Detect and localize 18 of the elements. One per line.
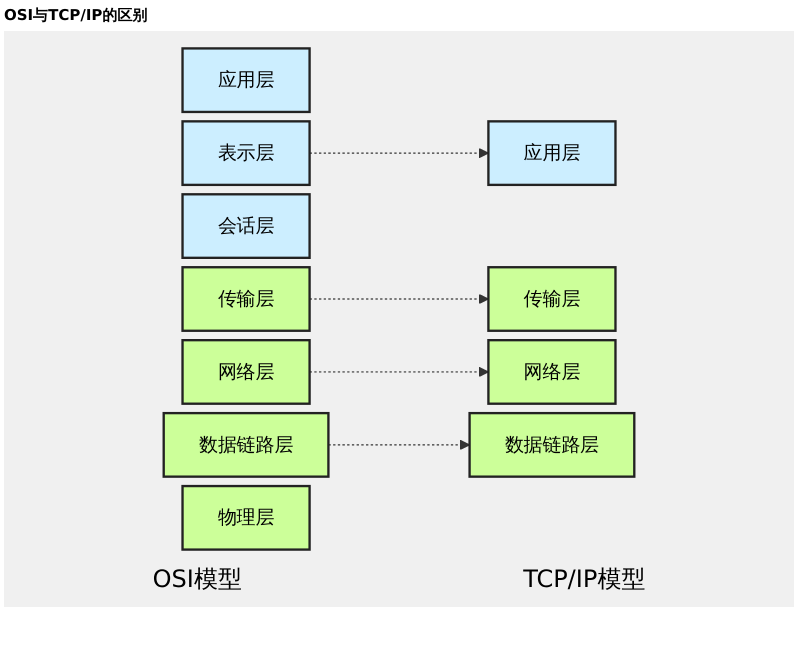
node-box: 网络层 — [181, 339, 311, 405]
node-box: 网络层 — [487, 339, 617, 405]
node-box: 应用层 — [487, 120, 617, 186]
node-box: 应用层 — [181, 47, 311, 114]
node-box: 数据链路层 — [468, 412, 636, 478]
arrow — [310, 366, 489, 378]
node-box: 传输层 — [181, 266, 311, 332]
node-box: 传输层 — [487, 266, 617, 332]
arrow — [310, 294, 489, 304]
node-box: 会话层 — [181, 193, 311, 259]
arrow — [328, 440, 470, 450]
caption-text: OSI模型 — [152, 564, 242, 595]
caption-text: TCP/IP模型 — [523, 564, 646, 595]
diagram-title: OSI与TCP/IP的区别 — [4, 6, 148, 25]
arrow — [310, 148, 489, 158]
node-box: 物理层 — [181, 484, 311, 551]
node-box: 数据链路层 — [162, 412, 330, 478]
node-box: 表示层 — [181, 120, 311, 186]
